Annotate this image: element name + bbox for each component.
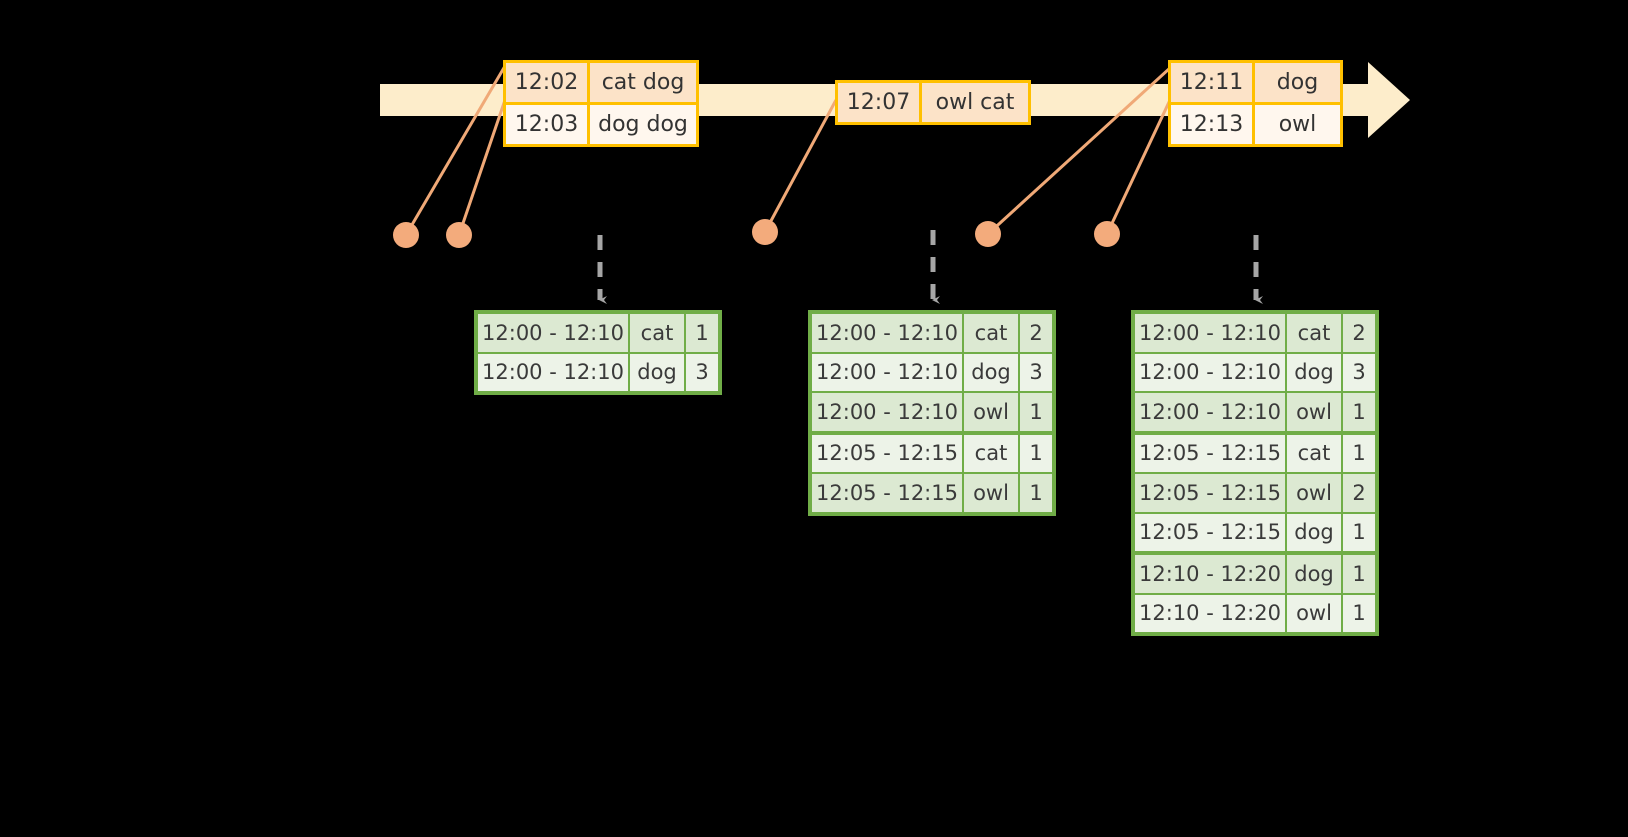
event-words: cat dog: [590, 63, 696, 102]
count-cell: 1: [1020, 434, 1052, 472]
word-cell: dog: [1287, 555, 1343, 593]
word-cell: cat: [964, 434, 1020, 472]
count-cell: 2: [1020, 314, 1052, 352]
connector-line-5: [1105, 99, 1172, 235]
connector-line-3: [763, 99, 838, 233]
count-cell: 1: [1343, 513, 1375, 551]
window-cell: 12:05 - 12:15: [1135, 434, 1287, 472]
word-cell: cat: [964, 314, 1020, 352]
word-cell: owl: [964, 393, 1020, 431]
event-words: owl: [1255, 105, 1340, 144]
event-timestamp: 12:13: [1171, 105, 1255, 144]
window-cell: 12:00 - 12:10: [1135, 393, 1287, 431]
window-cell: 12:00 - 12:10: [812, 393, 964, 431]
window-cell: 12:10 - 12:20: [1135, 555, 1287, 593]
window-cell: 12:00 - 12:10: [812, 314, 964, 352]
word-cell: cat: [630, 314, 686, 352]
event-timestamp: 12:03: [506, 105, 590, 144]
word-cell: owl: [1287, 474, 1343, 512]
word-cell: cat: [1287, 314, 1343, 352]
window-cell: 12:00 - 12:10: [1135, 314, 1287, 352]
count-cell: 1: [1020, 393, 1052, 431]
count-cell: 3: [1343, 353, 1375, 391]
connector-dot-3: [752, 219, 778, 245]
count-cell: 1: [1343, 393, 1375, 431]
count-cell: 2: [1343, 474, 1375, 512]
count-cell: 3: [686, 353, 718, 391]
count-cell: 1: [1343, 555, 1375, 593]
count-cell: 1: [1020, 474, 1052, 512]
word-cell: dog: [1287, 513, 1343, 551]
connector-line-1: [404, 65, 507, 236]
window-cell: 12:00 - 12:10: [478, 353, 630, 391]
timeline-arrowhead: [1368, 62, 1410, 138]
word-cell: owl: [1287, 393, 1343, 431]
count-cell: 2: [1343, 314, 1375, 352]
window-cell: 12:00 - 12:10: [1135, 353, 1287, 391]
connector-dot-5: [1094, 221, 1120, 247]
connector-line-2: [457, 99, 507, 236]
window-cell: 12:05 - 12:15: [812, 434, 964, 472]
window-cell: 12:05 - 12:15: [1135, 474, 1287, 512]
window-cell: 12:10 - 12:20: [1135, 594, 1287, 632]
word-cell: dog: [1287, 353, 1343, 391]
word-cell: dog: [630, 353, 686, 391]
window-cell: 12:05 - 12:15: [1135, 513, 1287, 551]
connector-dot-4: [975, 221, 1001, 247]
event-timestamp: 12:07: [838, 83, 922, 122]
count-cell: 1: [1343, 434, 1375, 472]
count-cell: 3: [1020, 353, 1052, 391]
connector-dot-1: [393, 222, 419, 248]
count-cell: 1: [686, 314, 718, 352]
word-cell: owl: [1287, 594, 1343, 632]
word-cell: dog: [964, 353, 1020, 391]
event-timestamp: 12:11: [1171, 63, 1255, 102]
event-words: dog dog: [590, 105, 696, 144]
window-cell: 12:00 - 12:10: [478, 314, 630, 352]
event-words: dog: [1255, 63, 1340, 102]
window-cell: 12:00 - 12:10: [812, 353, 964, 391]
event-timestamp: 12:02: [506, 63, 590, 102]
window-cell: 12:05 - 12:15: [812, 474, 964, 512]
connector-dot-2: [446, 222, 472, 248]
event-words: owl cat: [922, 83, 1028, 122]
count-cell: 1: [1343, 594, 1375, 632]
word-cell: owl: [964, 474, 1020, 512]
word-cell: cat: [1287, 434, 1343, 472]
